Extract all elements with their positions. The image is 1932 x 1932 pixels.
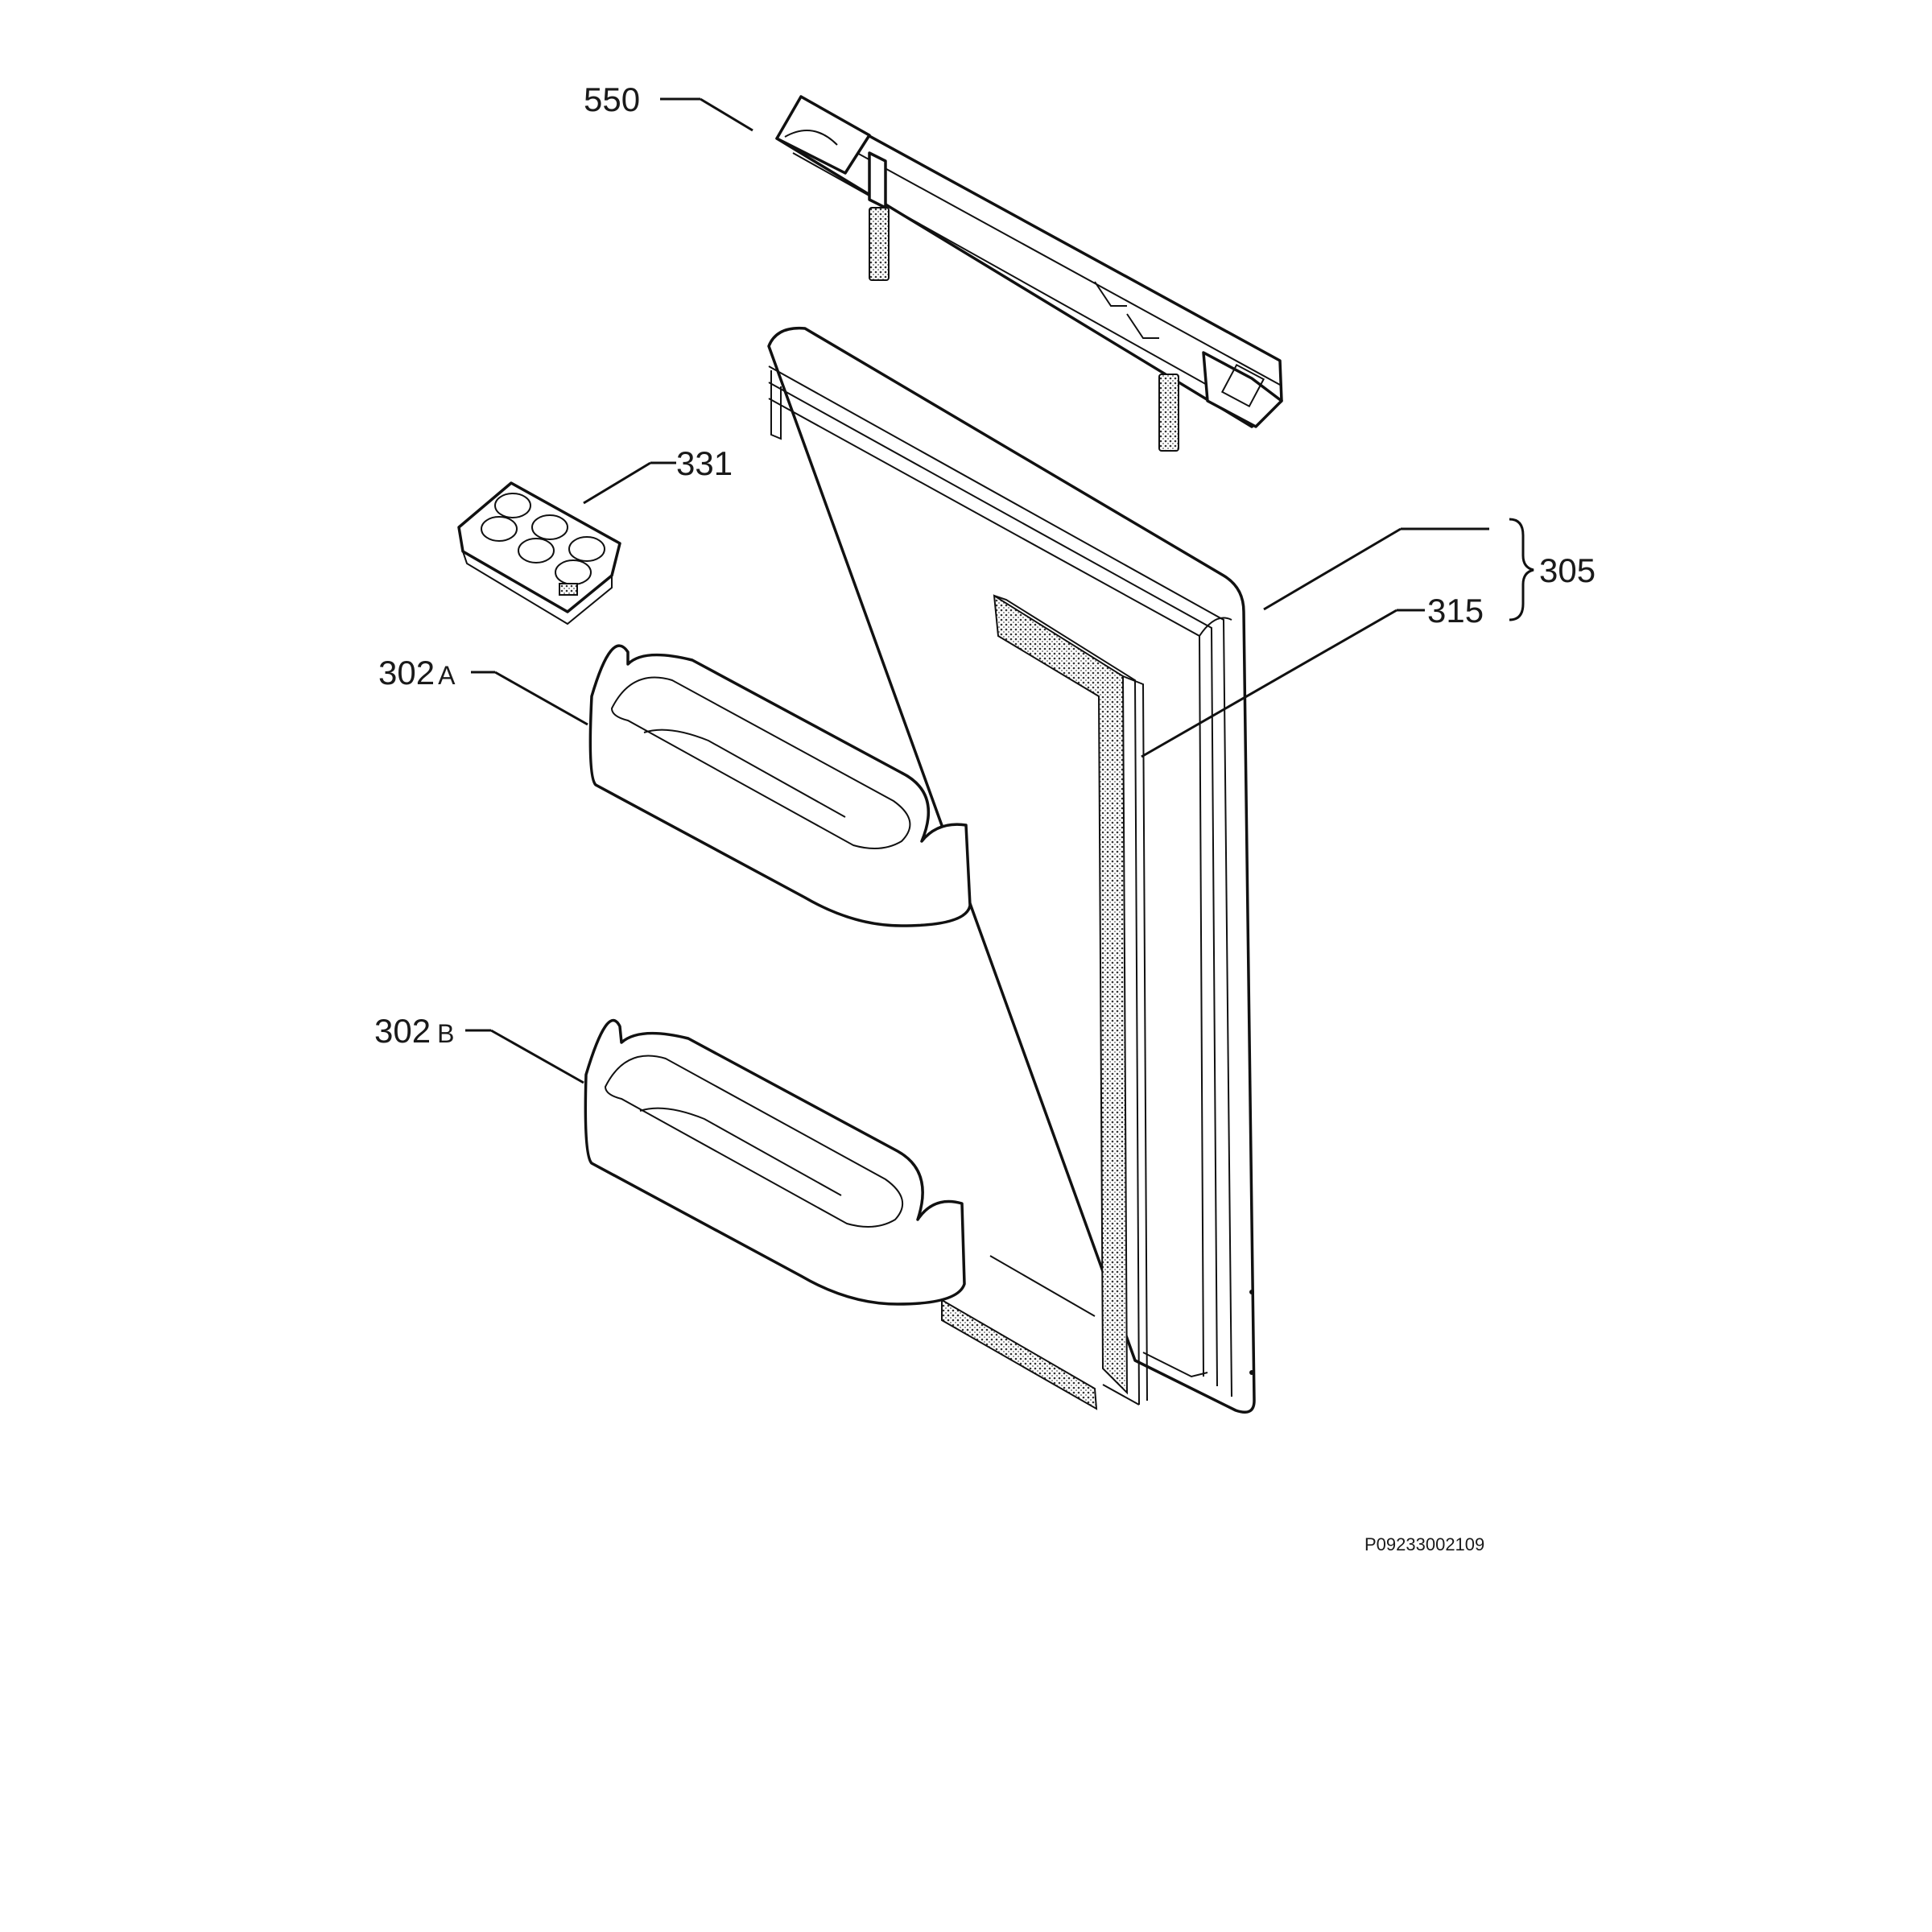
label-305: 305 [1539, 551, 1596, 589]
brace-305 [1509, 518, 1534, 621]
label-315: 315 [1427, 592, 1484, 630]
door-shelf-b-part [584, 1018, 966, 1306]
egg-tray-part [457, 481, 621, 625]
leader-lines [465, 97, 1534, 1084]
door-handle-part [775, 95, 1283, 452]
reference-code: P09233002109 [1364, 1534, 1484, 1554]
label-550: 550 [584, 80, 640, 118]
door-shelf-a-part [588, 644, 972, 927]
label-331: 331 [676, 444, 733, 482]
door-frame-part [767, 326, 1256, 1414]
